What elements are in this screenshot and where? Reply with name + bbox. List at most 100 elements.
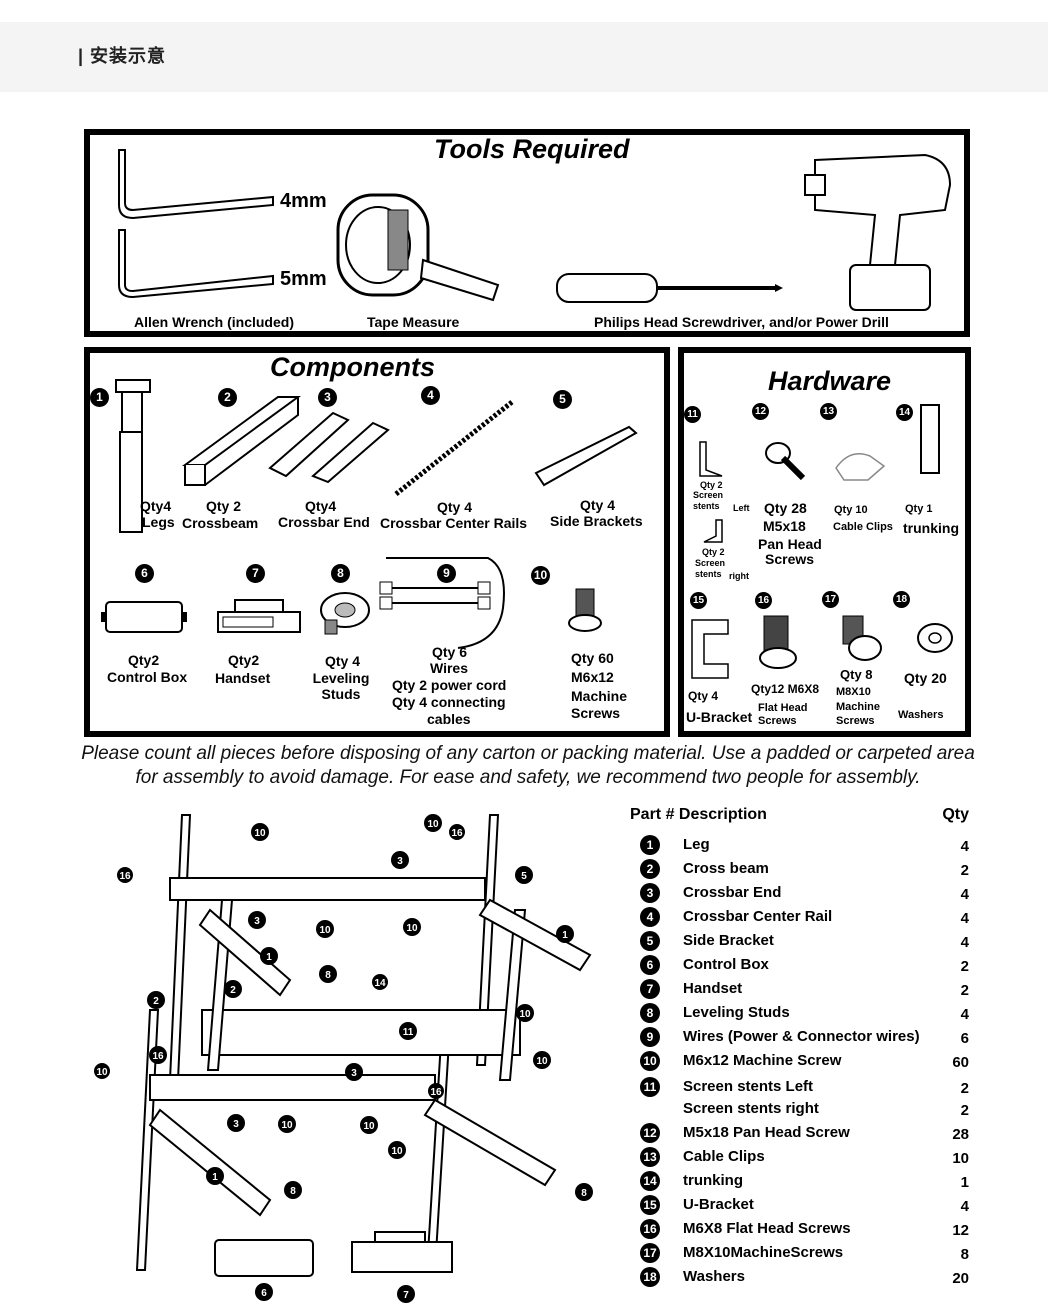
part-description: Screen stents right — [683, 1100, 819, 1117]
component-9-name: Wires — [430, 660, 469, 676]
wires-icon — [379, 557, 505, 649]
hardware-13-name: Cable Clips — [833, 521, 893, 533]
hardware-12-line3: Screws — [765, 551, 815, 567]
part-number-badge: 16 — [640, 1219, 660, 1239]
diagram-callout: 3 — [397, 856, 403, 867]
diagram-callout: 10 — [319, 925, 331, 936]
machine-screw-icon — [568, 588, 602, 632]
hardware-11-qty: Qty 2 — [700, 480, 723, 490]
allen-wrench-icon — [118, 149, 274, 299]
component-2-qty: Qty 2 — [206, 498, 242, 514]
part-number-badge: 1 — [640, 835, 660, 855]
hardware-11b-name: Screen stents — [695, 558, 726, 579]
flat-head-screw-icon — [759, 615, 797, 669]
component-badge-9: 9 — [437, 564, 456, 583]
handset-icon — [217, 599, 301, 633]
diagram-callout: 8 — [325, 970, 331, 981]
component-9-qty: Qty 6 — [432, 644, 468, 660]
hardware-14-name: trunking — [903, 520, 959, 536]
part-number-badge: 3 — [640, 883, 660, 903]
part-description: Leveling Studs — [683, 1004, 790, 1021]
hardware-14-qty: Qty 1 — [905, 503, 933, 515]
screwdriver-icon — [556, 273, 783, 303]
diagram-callout: 10 — [536, 1056, 548, 1067]
assembly-notice: Please count all pieces before disposing… — [81, 743, 975, 788]
diagram-callout: 3 — [254, 916, 260, 927]
part-qty: 2 — [960, 1080, 969, 1097]
parts-row: 16 M6X8 Flat Head Screws 12 — [630, 1218, 975, 1242]
parts-list-header: Part # Description Qty — [630, 806, 975, 826]
hardware-15-qty: Qty 4 — [688, 689, 719, 703]
component-badge-5: 5 — [553, 390, 572, 409]
component-9-line4: cables — [427, 711, 471, 727]
component-9-line3: Qty 4 connecting — [392, 694, 506, 710]
hardware-15-name: U-Bracket — [686, 709, 753, 725]
part-number-badge: 12 — [640, 1123, 660, 1143]
part-qty: 4 — [960, 838, 969, 855]
part-description: M6X8 Flat Head Screws — [683, 1220, 851, 1237]
part-description: Cable Clips — [683, 1148, 765, 1165]
washer-icon — [917, 623, 953, 653]
hardware-badge-14: 14 — [896, 404, 913, 421]
components-panel — [84, 347, 670, 737]
part-qty: 28 — [952, 1126, 969, 1143]
crossbar-center-rail-icon — [394, 400, 514, 496]
header-band — [0, 22, 1048, 92]
part-description: M6x12 Machine Screw — [683, 1052, 842, 1069]
component-7-name: Handset — [215, 670, 271, 686]
part-qty: 2 — [960, 1102, 969, 1119]
diagram-callout: 10 — [519, 1009, 531, 1020]
component-badge-7: 7 — [246, 564, 265, 583]
hardware-badge-18: 18 — [893, 591, 910, 608]
part-description: M8X10MachineScrews — [683, 1244, 844, 1261]
component-badge-2: 2 — [218, 388, 237, 407]
component-badge-8: 8 — [331, 564, 350, 583]
component-3-qty: Qty4 — [305, 498, 337, 514]
component-7-qty: Qty2 — [228, 652, 260, 668]
cable-clip-icon — [835, 453, 886, 481]
component-4-qty: Qty 4 — [437, 499, 473, 515]
component-6-qty: Qty2 — [128, 652, 160, 668]
diagram-callout: 10 — [281, 1120, 293, 1131]
part-number-badge: 6 — [640, 955, 660, 975]
part-number-badge: 4 — [640, 907, 660, 927]
crossbar-end-icon — [268, 411, 390, 484]
component-2-name: Crossbeam — [182, 515, 259, 531]
hardware-11-name: Screen stents — [693, 490, 724, 511]
part-qty: 20 — [952, 1270, 969, 1287]
part-description: U-Bracket — [683, 1196, 754, 1213]
trunking-icon — [920, 404, 940, 474]
components-title: Components — [270, 352, 435, 382]
diagram-callout: 6 — [261, 1288, 267, 1299]
component-10-line2: Machine — [571, 688, 628, 704]
part-description: Handset — [683, 980, 743, 997]
component-badge-10: 10 — [531, 566, 550, 585]
part-number-badge: 13 — [640, 1147, 660, 1167]
part-description: Cross beam — [683, 860, 769, 877]
u-bracket-icon — [691, 619, 729, 679]
component-badge-1: 1 — [90, 388, 109, 407]
pan-head-screw-icon — [765, 442, 806, 481]
part-description: Crossbar End — [683, 884, 782, 901]
part-qty: 12 — [952, 1222, 969, 1239]
component-4-name: Crossbar Center Rails — [380, 515, 528, 531]
hardware-16-line2: Screws — [758, 715, 797, 727]
component-10-name: M6x12 — [571, 669, 614, 685]
hardware-badge-15: 15 — [690, 592, 707, 609]
component-8-name: Leveling Studs — [312, 670, 370, 702]
diagram-callout: 2 — [153, 996, 159, 1007]
part-qty: 2 — [960, 982, 969, 999]
control-box-icon — [101, 601, 187, 633]
diagram-callout: 3 — [351, 1068, 357, 1079]
screwdriver-label: Philips Head Screwdriver, and/or Power D… — [594, 314, 889, 330]
